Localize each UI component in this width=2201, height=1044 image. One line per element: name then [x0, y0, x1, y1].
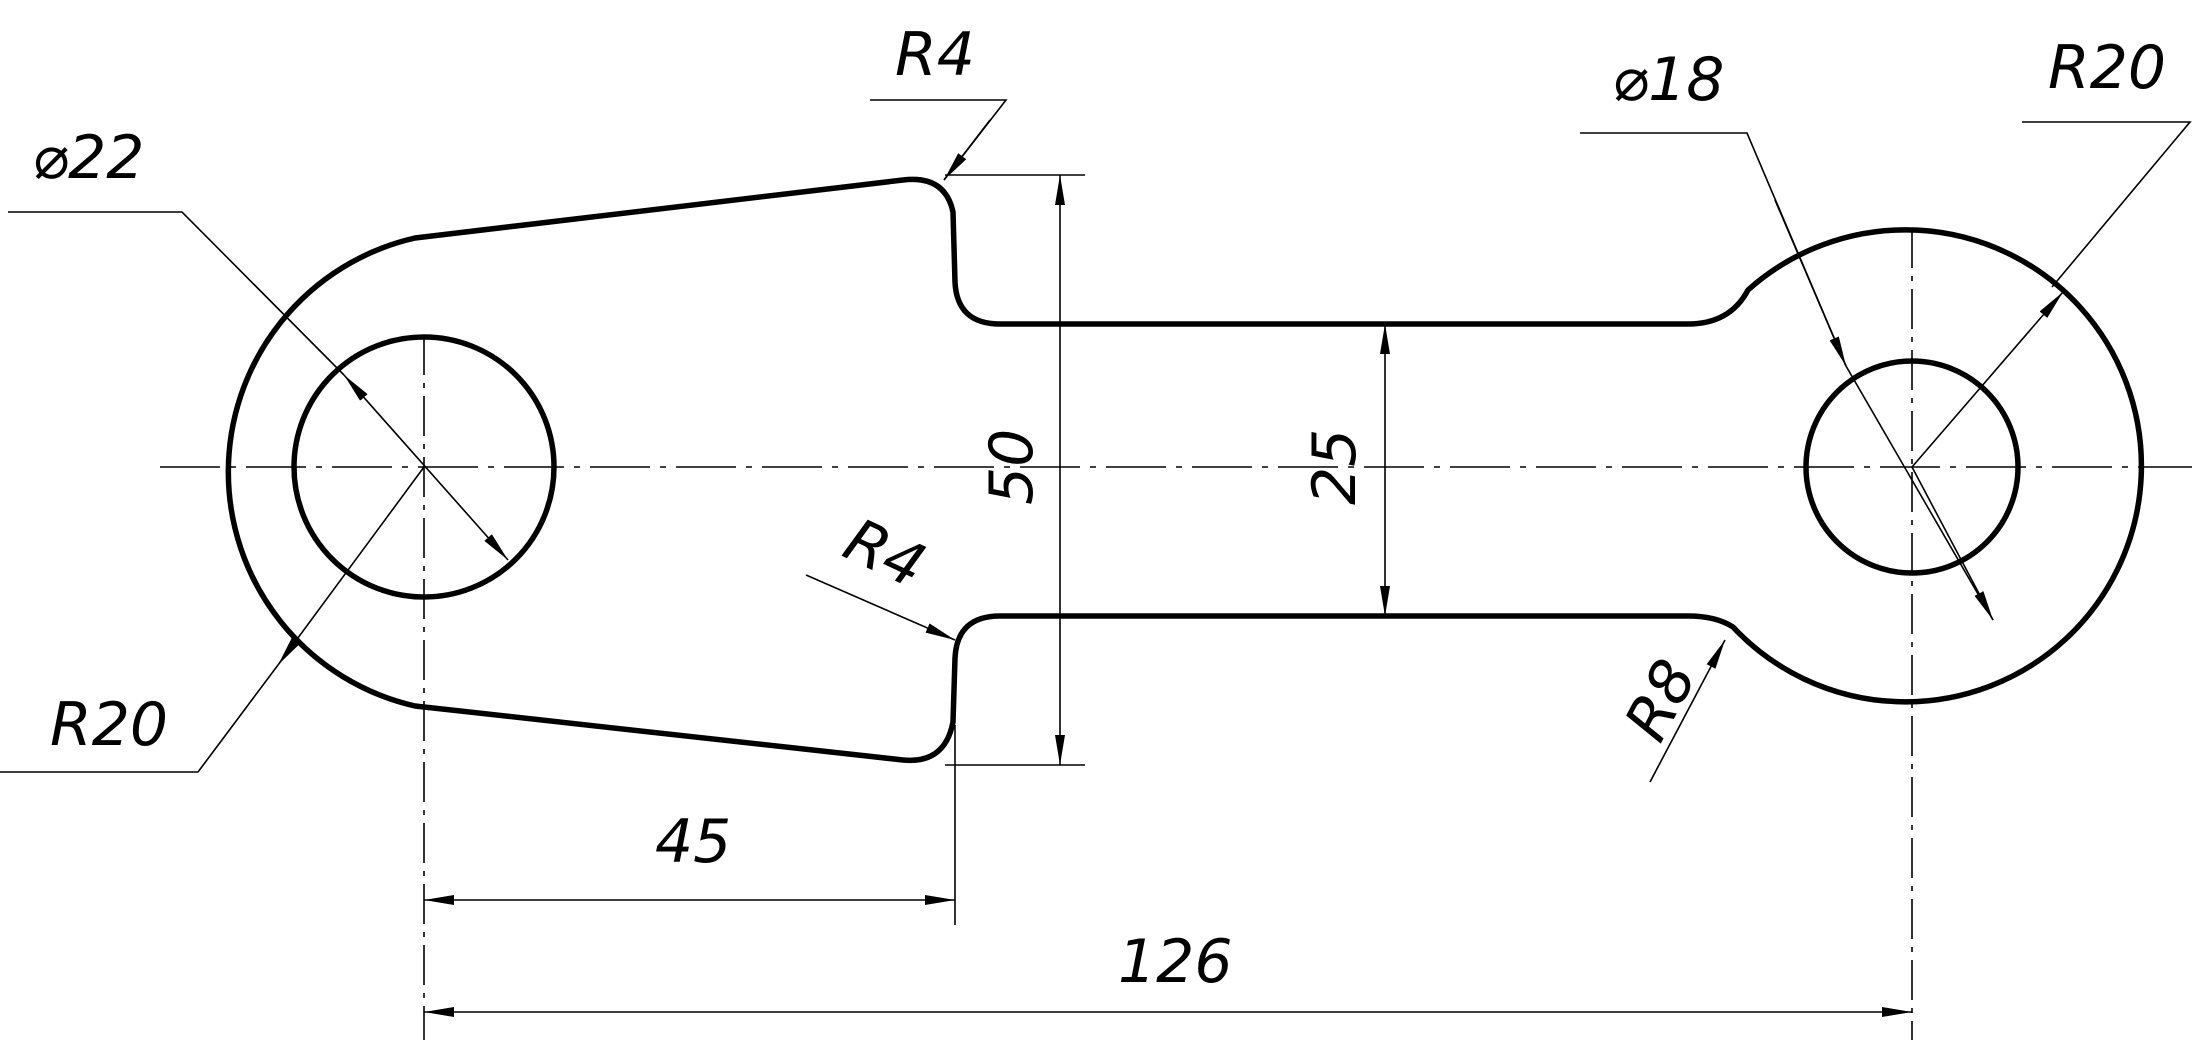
dim-text-dia22: ⌀22: [32, 123, 144, 193]
dim-line-dia18: [1845, 365, 1994, 621]
leader-r4-bottom: [805, 574, 956, 641]
dim-text-45: 45: [655, 807, 731, 877]
dim-line-dia22: [343, 374, 509, 561]
dim-text-dia18: ⌀18: [1612, 45, 1724, 115]
dim-text-r8: R8: [1611, 649, 1710, 752]
leader-dia22: [8, 211, 345, 376]
dim-text-r20-right: R20: [2048, 33, 2166, 103]
dim-text-25: 25: [1300, 429, 1370, 505]
dim-line-r20-right: [1911, 291, 2064, 468]
left-hole: [291, 334, 557, 600]
dim-text-50: 50: [977, 429, 1047, 505]
leader-r4-top: [870, 99, 1008, 181]
dim-arrow-r4-top: [943, 119, 991, 181]
dim-arrow-dia18-upper: [1774, 199, 1847, 367]
dim-arrow-dia18-lower: [1911, 466, 1994, 621]
right-hole: [1803, 358, 2021, 576]
leader-r8: [1649, 639, 1726, 783]
dim-text-r4-top: R4: [895, 20, 975, 90]
dim-line-r20-left: [277, 466, 425, 666]
dim-text-r4-bottom: R4: [834, 505, 936, 602]
dim-text-126: 126: [1118, 927, 1233, 997]
dim-text-r20-left: R20: [50, 690, 168, 760]
part-outline: [225, 176, 2145, 764]
leader-r20-right: [2022, 121, 2192, 288]
leader-r20-left: [0, 664, 279, 773]
